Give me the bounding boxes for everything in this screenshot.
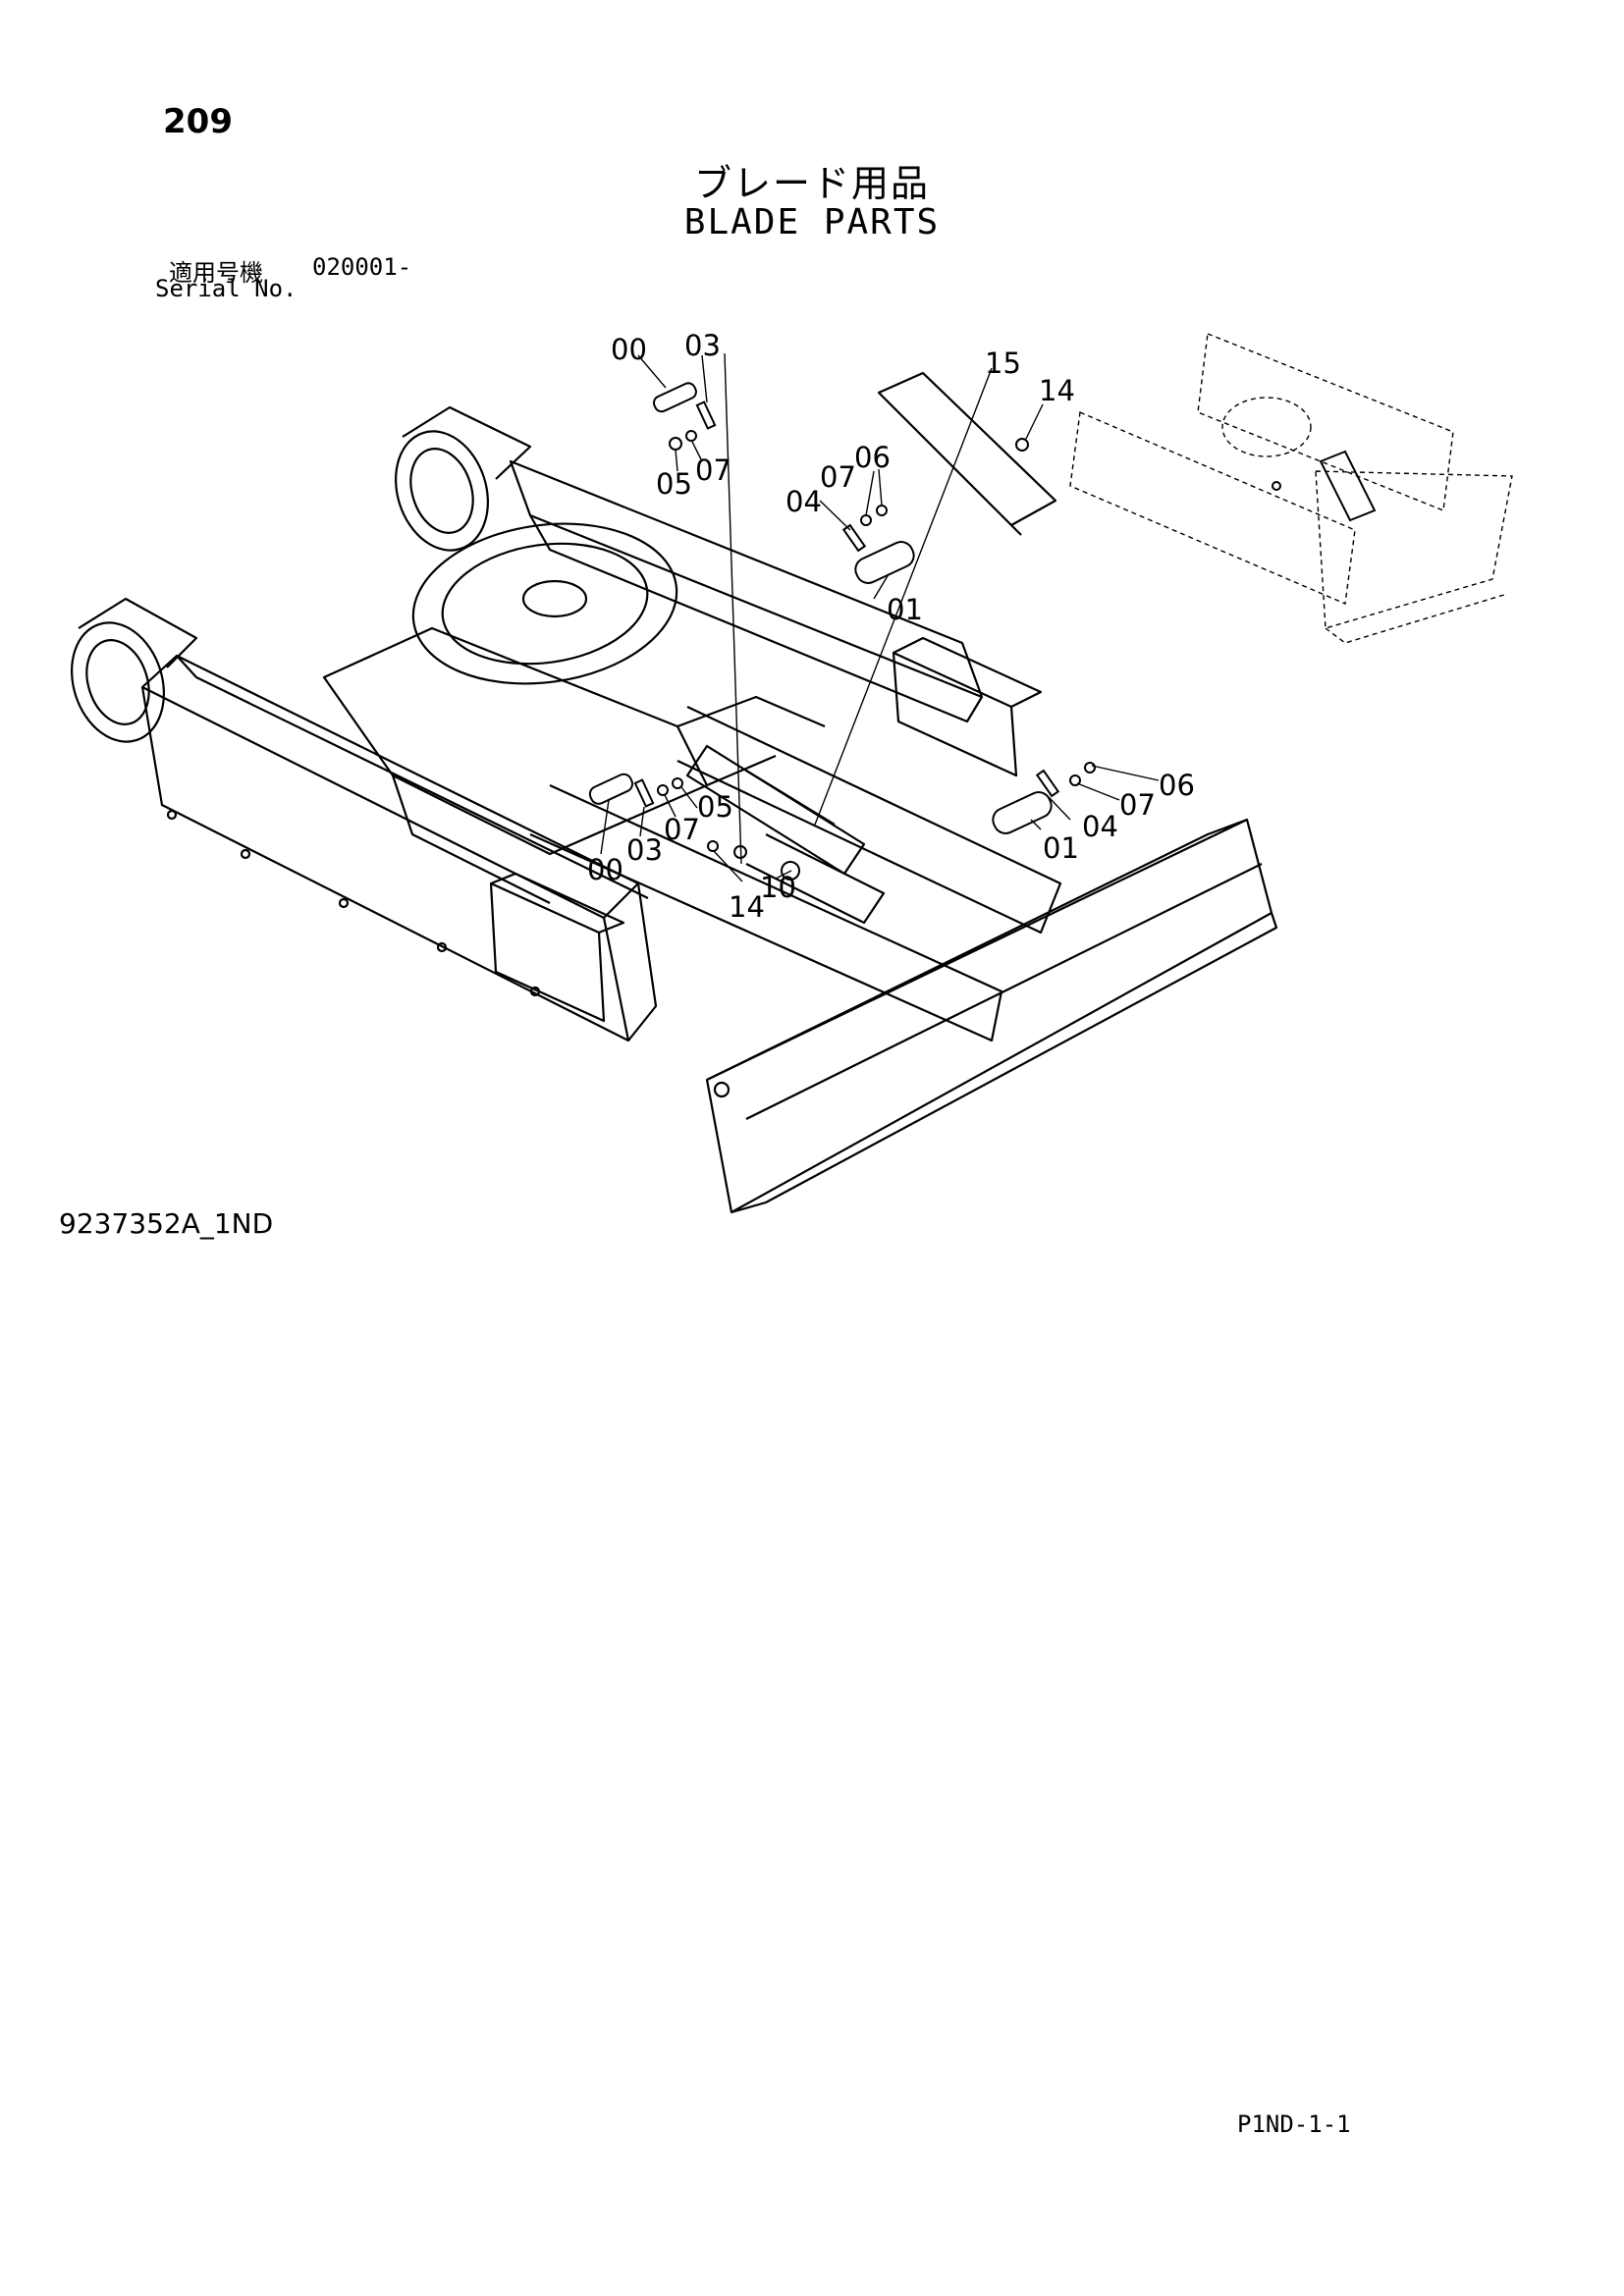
key-map-highlight (1272, 450, 1377, 522)
callout-04: 04 (785, 485, 822, 518)
serial-number-range: 020001- (312, 253, 412, 281)
serial-label-japanese: 適用号機 (169, 259, 263, 287)
callout-15: 15 (985, 347, 1021, 380)
serial-label-english: Serial No. (155, 275, 298, 302)
callout-numbers: 00 03 05 07 15 14 06 07 04 01 00 03 07 0… (587, 329, 1195, 924)
callout-05: 05 (697, 790, 733, 824)
page-number: 209 (163, 102, 233, 141)
key-map-inset (1069, 333, 1513, 644)
callout-06: 06 (854, 441, 891, 474)
callout-07: 07 (664, 813, 700, 846)
callout-14: 14 (729, 890, 765, 924)
page-title-japanese: ブレード用品 (693, 162, 930, 205)
blade-pins-drawing (588, 382, 1096, 881)
callout-06: 06 (1159, 769, 1195, 802)
callout-04: 04 (1082, 810, 1118, 843)
drawing-number: 9237352A_1ND (59, 1207, 274, 1240)
undercarriage-frame-drawing (71, 371, 1278, 1214)
callout-03: 03 (626, 833, 663, 867)
callout-07: 07 (1119, 788, 1156, 822)
callout-00: 00 (587, 853, 623, 886)
callout-10: 10 (760, 871, 796, 904)
callout-07: 07 (820, 460, 856, 494)
callout-01: 01 (1043, 831, 1079, 865)
callout-01: 01 (887, 593, 923, 626)
callout-14: 14 (1039, 374, 1075, 407)
page-code: P1ND-1-1 (1237, 2110, 1351, 2138)
callout-00: 00 (611, 333, 647, 366)
leader-lines (600, 352, 1160, 882)
page-title-english: BLADE PARTS (683, 202, 941, 242)
callout-07: 07 (695, 454, 731, 487)
callout-05: 05 (656, 467, 692, 501)
callout-03: 03 (684, 329, 721, 362)
